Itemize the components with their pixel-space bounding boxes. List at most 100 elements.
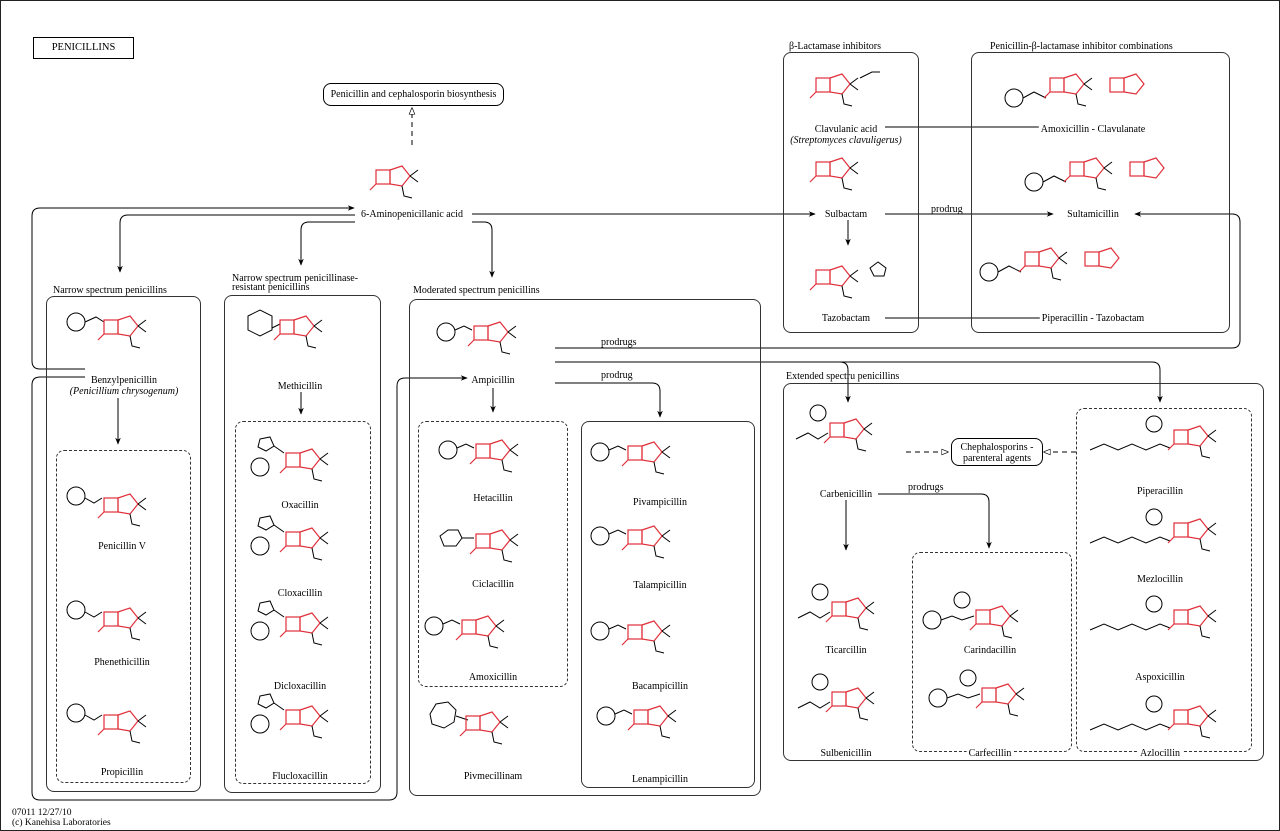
compound-label-ciclacillin[interactable]: Ciclacillin	[470, 579, 516, 590]
compound-structure-talampicillin[interactable]	[586, 510, 696, 574]
compound-label-bacampicillin[interactable]: Bacampicillin	[629, 681, 691, 692]
compound-label-ampicillin[interactable]: Ampicillin	[469, 375, 517, 386]
compound-structure-carbenicillin[interactable]	[788, 403, 898, 467]
compound-structure-hetacillin[interactable]	[434, 424, 544, 488]
compound-label-dicloxacillin[interactable]: Dicloxacillin	[271, 681, 329, 692]
compound-label-sulbenicillin[interactable]: Sulbenicillin	[818, 748, 874, 759]
group-beta-lactamase-inhibitors	[783, 52, 919, 333]
compound-label-methicillin[interactable]: Methicillin	[275, 381, 325, 392]
title-line1: Narrow spectrum penicillinase-	[232, 273, 359, 284]
compound-structure-propicillin[interactable]	[62, 695, 172, 759]
compound-structure-carfecillin[interactable]	[924, 668, 1064, 732]
group-moderated-spectrum	[409, 299, 761, 796]
edge-label-sulbactam-prodrug: prodrug	[931, 204, 963, 215]
compound-label-lenampicillin[interactable]: Lenampicillin	[629, 774, 691, 785]
compound-structure-pivmecillinam[interactable]	[424, 696, 534, 760]
compound-structure-amoxicillin[interactable]	[420, 600, 530, 664]
structure-drawing	[1089, 695, 1217, 739]
structure-drawing	[250, 693, 329, 739]
compound-label-azlocillin[interactable]: Azlocillin	[1138, 748, 1182, 759]
compound-label-benzylpenicillin[interactable]: Benzylpenicillin	[88, 375, 160, 386]
compound-structure-sulbenicillin[interactable]	[790, 672, 900, 736]
structure-drawing	[809, 71, 880, 107]
group-extended-spectrum-title: Extended spectru penicillins	[786, 371, 900, 382]
compound-structure-pip-tazo[interactable]	[975, 232, 1185, 296]
compound-label-piperacillin[interactable]: Piperacillin	[1134, 486, 1186, 497]
compound-label-talampicillin[interactable]: Talampicillin	[631, 580, 689, 591]
compound-structure-oxacillin[interactable]	[244, 433, 354, 497]
compound-label-aspoxicillin[interactable]: Aspoxicillin	[1133, 672, 1187, 683]
compound-structure-sultamicillin[interactable]	[1020, 142, 1230, 206]
compound-structure-aspoxicillin[interactable]	[1084, 590, 1244, 654]
compound-structure-lenampicillin[interactable]	[592, 690, 702, 754]
structure-drawing	[250, 600, 329, 646]
compound-label-carindacillin[interactable]: Carindacillin	[961, 645, 1019, 656]
compound-structure-pivampicillin[interactable]	[586, 426, 696, 490]
compound-label-amox-clav[interactable]: Amoxicillin - Clavulanate	[1038, 124, 1148, 135]
compound-structure-penicillin-v[interactable]	[62, 478, 172, 542]
compound-label-ticarcillin[interactable]: Ticarcillin	[823, 645, 869, 656]
compound-label-sulbactam[interactable]: Sulbactam	[822, 209, 870, 220]
footer-map-id-date: 07011 12/27/10	[12, 808, 72, 818]
compound-label-hub[interactable]: 6-Aminopenicillanic acid	[359, 209, 465, 220]
compound-label-pivampicillin[interactable]: Pivampicillin	[631, 497, 689, 508]
edge-ampicillin-sultamicillin	[555, 211, 1241, 349]
compound-label-carfecillin[interactable]: Carfecillin	[966, 748, 1014, 759]
edge-ampicillin-pivampicillin	[555, 382, 663, 418]
compound-label-tazobactam[interactable]: Tazobactam	[819, 313, 873, 324]
compound-structure-sulbactam[interactable]	[808, 142, 918, 206]
compound-label-amoxicillin[interactable]: Amoxicillin	[466, 672, 520, 683]
compound-structure-mezlocillin[interactable]	[1084, 503, 1244, 567]
compound-structure-bacampicillin[interactable]	[586, 605, 696, 669]
structure-drawing	[1089, 508, 1217, 552]
structure-drawing	[922, 591, 1019, 639]
compound-structure-flucloxacillin[interactable]	[244, 690, 354, 754]
structure-drawing	[1004, 73, 1145, 108]
structure-drawing	[809, 261, 887, 299]
structure-drawing	[590, 620, 671, 654]
compound-structure-clavulanic-acid[interactable]	[808, 58, 918, 122]
structure-drawing	[590, 525, 671, 559]
compound-label-hetacillin[interactable]: Hetacillin	[471, 493, 515, 504]
compound-label-clavulanic-acid[interactable]: Clavulanic acid	[812, 124, 880, 135]
compound-structure-methicillin[interactable]	[238, 300, 348, 364]
compound-structure-hub[interactable]	[368, 150, 478, 214]
edge-carbenicillin-carindacillin	[878, 493, 992, 549]
structure-drawing	[1024, 157, 1165, 192]
group-extended-spectrum	[783, 383, 1264, 761]
compound-structure-tazobactam[interactable]	[808, 250, 918, 314]
compound-structure-ticarcillin[interactable]	[790, 582, 900, 646]
compound-label-cloxacillin[interactable]: Cloxacillin	[275, 588, 325, 599]
compound-structure-piperacillin[interactable]	[1084, 410, 1244, 474]
compound-structure-ciclacillin[interactable]	[434, 514, 544, 578]
compound-structure-dicloxacillin[interactable]	[244, 597, 354, 661]
group-ampicillin-prodrugs	[581, 421, 755, 788]
group-narrow-spectrum	[46, 296, 201, 792]
map-link-biosynthesis[interactable]: Penicillin and cephalosporin biosynthesi…	[323, 83, 504, 106]
compound-label-penicillin-v[interactable]: Penicillin V	[96, 541, 148, 552]
compound-label-pip-tazo[interactable]: Piperacillin - Tazobactam	[1039, 313, 1147, 324]
map-link-cephalosporins[interactable]: Chephalosporins - parenteral agents	[951, 438, 1043, 466]
structure-drawing	[250, 515, 329, 561]
compound-structure-amox-clav[interactable]	[1000, 58, 1210, 122]
compound-label-phenethicillin[interactable]: Phenethicillin	[92, 657, 152, 668]
edge-label-ampicillin-prodrug: prodrug	[601, 370, 633, 381]
compound-structure-cloxacillin[interactable]	[244, 512, 354, 576]
map-link-cephalosporins-line2: parenteral agents	[962, 453, 1032, 464]
compound-structure-phenethicillin[interactable]	[62, 592, 172, 656]
compound-structure-azlocillin[interactable]	[1084, 690, 1244, 754]
compound-label-oxacillin[interactable]: Oxacillin	[279, 500, 321, 511]
compound-label-carbenicillin[interactable]: Carbenicillin	[817, 489, 875, 500]
compound-structure-ampicillin[interactable]	[432, 306, 542, 370]
structure-drawing	[1089, 415, 1217, 459]
compound-label-mezlocillin[interactable]: Mezlocillin	[1134, 574, 1186, 585]
compound-label-pivmecillinam[interactable]: Pivmecillinam	[461, 771, 525, 782]
compound-structure-carindacillin[interactable]	[918, 590, 1058, 654]
compound-label-propicillin[interactable]: Propicillin	[98, 767, 146, 778]
compound-structure-benzylpenicillin[interactable]	[62, 300, 172, 364]
compound-label-sultamicillin[interactable]: Sultamicillin	[1065, 209, 1121, 220]
group-penicillin-v-subgroup	[56, 450, 191, 783]
group-combinations	[971, 52, 1230, 333]
compound-label-flucloxacillin[interactable]: Flucloxacillin	[270, 771, 330, 782]
